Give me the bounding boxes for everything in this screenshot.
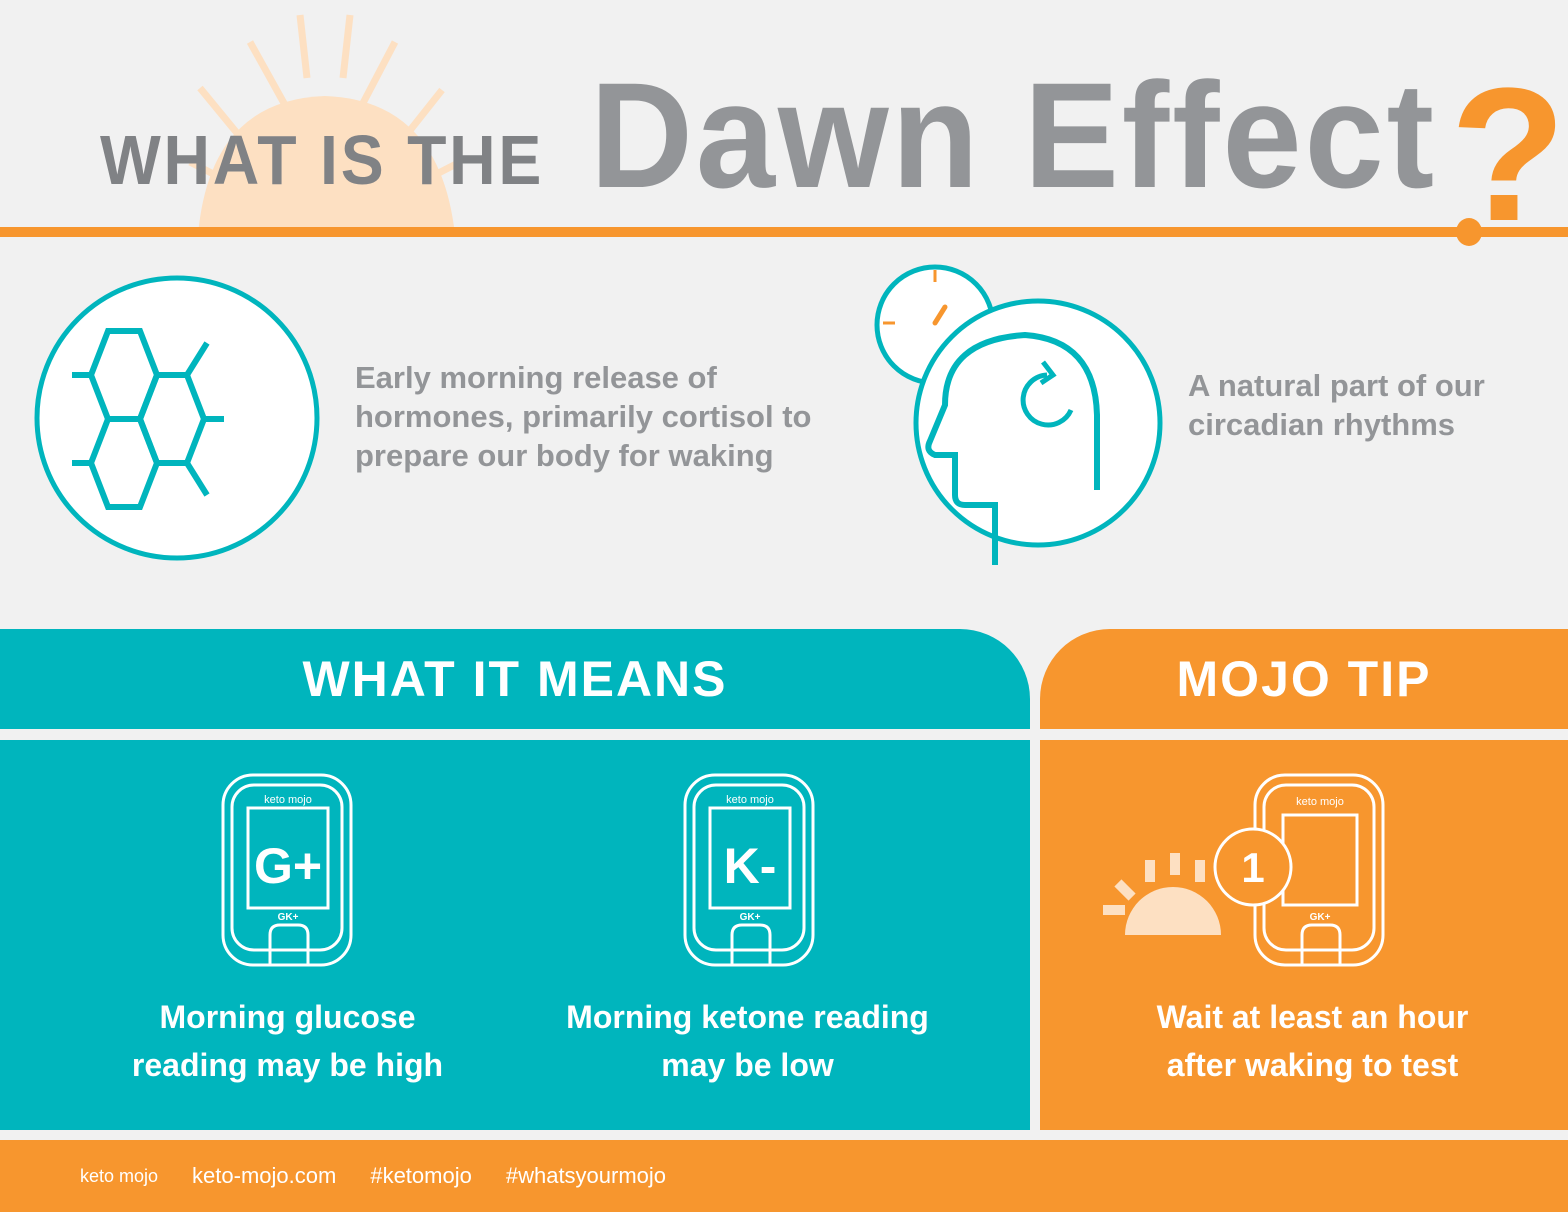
footer-logo: keto mojo (80, 1165, 159, 1186)
hashtag-whatsyourmojo: #whatsyourmojo (505, 1163, 667, 1188)
svg-text:K-: K- (724, 838, 777, 894)
glucose-meter-icon: keto mojo G+ GK+ (221, 773, 353, 967)
hormone-molecule-icon (34, 275, 320, 561)
svg-text:1: 1 (1241, 844, 1264, 891)
svg-text:keto mojo: keto mojo (1296, 796, 1344, 808)
svg-text:keto mojo: keto mojo (264, 794, 312, 806)
sunrise-icon (188, 14, 462, 235)
svg-text:GK+: GK+ (740, 912, 761, 923)
mojo-tip-heading: MOJO TIP (1040, 629, 1568, 729)
what-it-means-panel (0, 740, 1030, 1130)
page-title: Dawn Effect (590, 51, 1437, 219)
svg-text:G+: G+ (254, 838, 322, 894)
title-prefix: WHAT IS THE (100, 121, 545, 199)
website-link[interactable]: keto-mojo.com (192, 1163, 337, 1188)
footer: keto mojo keto-mojo.com #ketomojo #whats… (0, 1140, 1568, 1212)
what-it-means-heading: WHAT IT MEANS (0, 629, 1030, 729)
svg-text:GK+: GK+ (278, 912, 299, 923)
wait-one-hour-icon: keto mojo 1 GK+ (1103, 773, 1385, 967)
ketone-meter-icon: keto mojo K- GK+ (683, 773, 815, 967)
hashtag-ketomojo: #ketomojo (370, 1163, 472, 1188)
svg-text:GK+: GK+ (1310, 912, 1331, 923)
svg-text:keto mojo: keto mojo (726, 794, 774, 806)
head-clock-cycle-icon (874, 264, 1163, 565)
question-dot (1456, 218, 1482, 246)
title-divider (0, 227, 1568, 237)
